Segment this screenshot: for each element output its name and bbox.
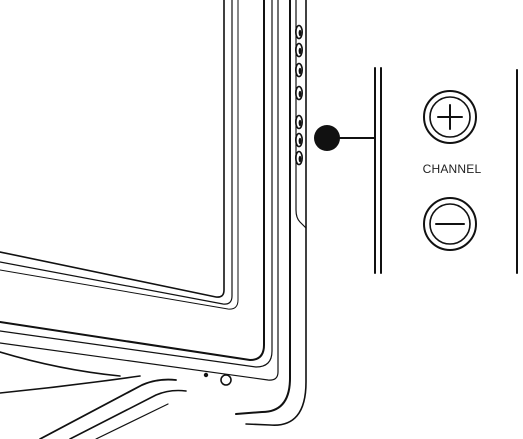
- side-button-5: [294, 114, 303, 130]
- side-button-6: [294, 132, 303, 148]
- side-button-4: [294, 85, 303, 101]
- side-button-6-shade: [298, 137, 302, 145]
- side-button-7-shade: [298, 155, 302, 163]
- side-button-3: [294, 62, 303, 78]
- side-button-2: [294, 42, 303, 58]
- channel-down-button[interactable]: [423, 197, 477, 251]
- side-button-1-shade: [298, 29, 302, 37]
- side-button-5-shade: [298, 119, 302, 127]
- side-button-3-shade: [298, 67, 302, 75]
- power-button-icon: [220, 374, 232, 386]
- tv-screen: [0, 0, 239, 310]
- channel-label: CHANNEL: [422, 162, 482, 176]
- side-button-4-shade: [298, 90, 302, 98]
- tv-bezel: [0, 0, 279, 381]
- side-button-2-shade: [298, 47, 302, 55]
- channel-up-button[interactable]: [423, 90, 477, 144]
- tv-side-edge: [235, 0, 307, 426]
- side-button-1: [294, 24, 303, 40]
- side-control-buttons: [294, 24, 303, 166]
- tv-stand: [0, 351, 187, 439]
- side-button-7: [294, 150, 303, 166]
- plus-icon: [437, 104, 463, 130]
- callout-frame: [374, 67, 518, 274]
- callout-leader: [314, 125, 376, 151]
- power-indicator-led: [203, 372, 209, 378]
